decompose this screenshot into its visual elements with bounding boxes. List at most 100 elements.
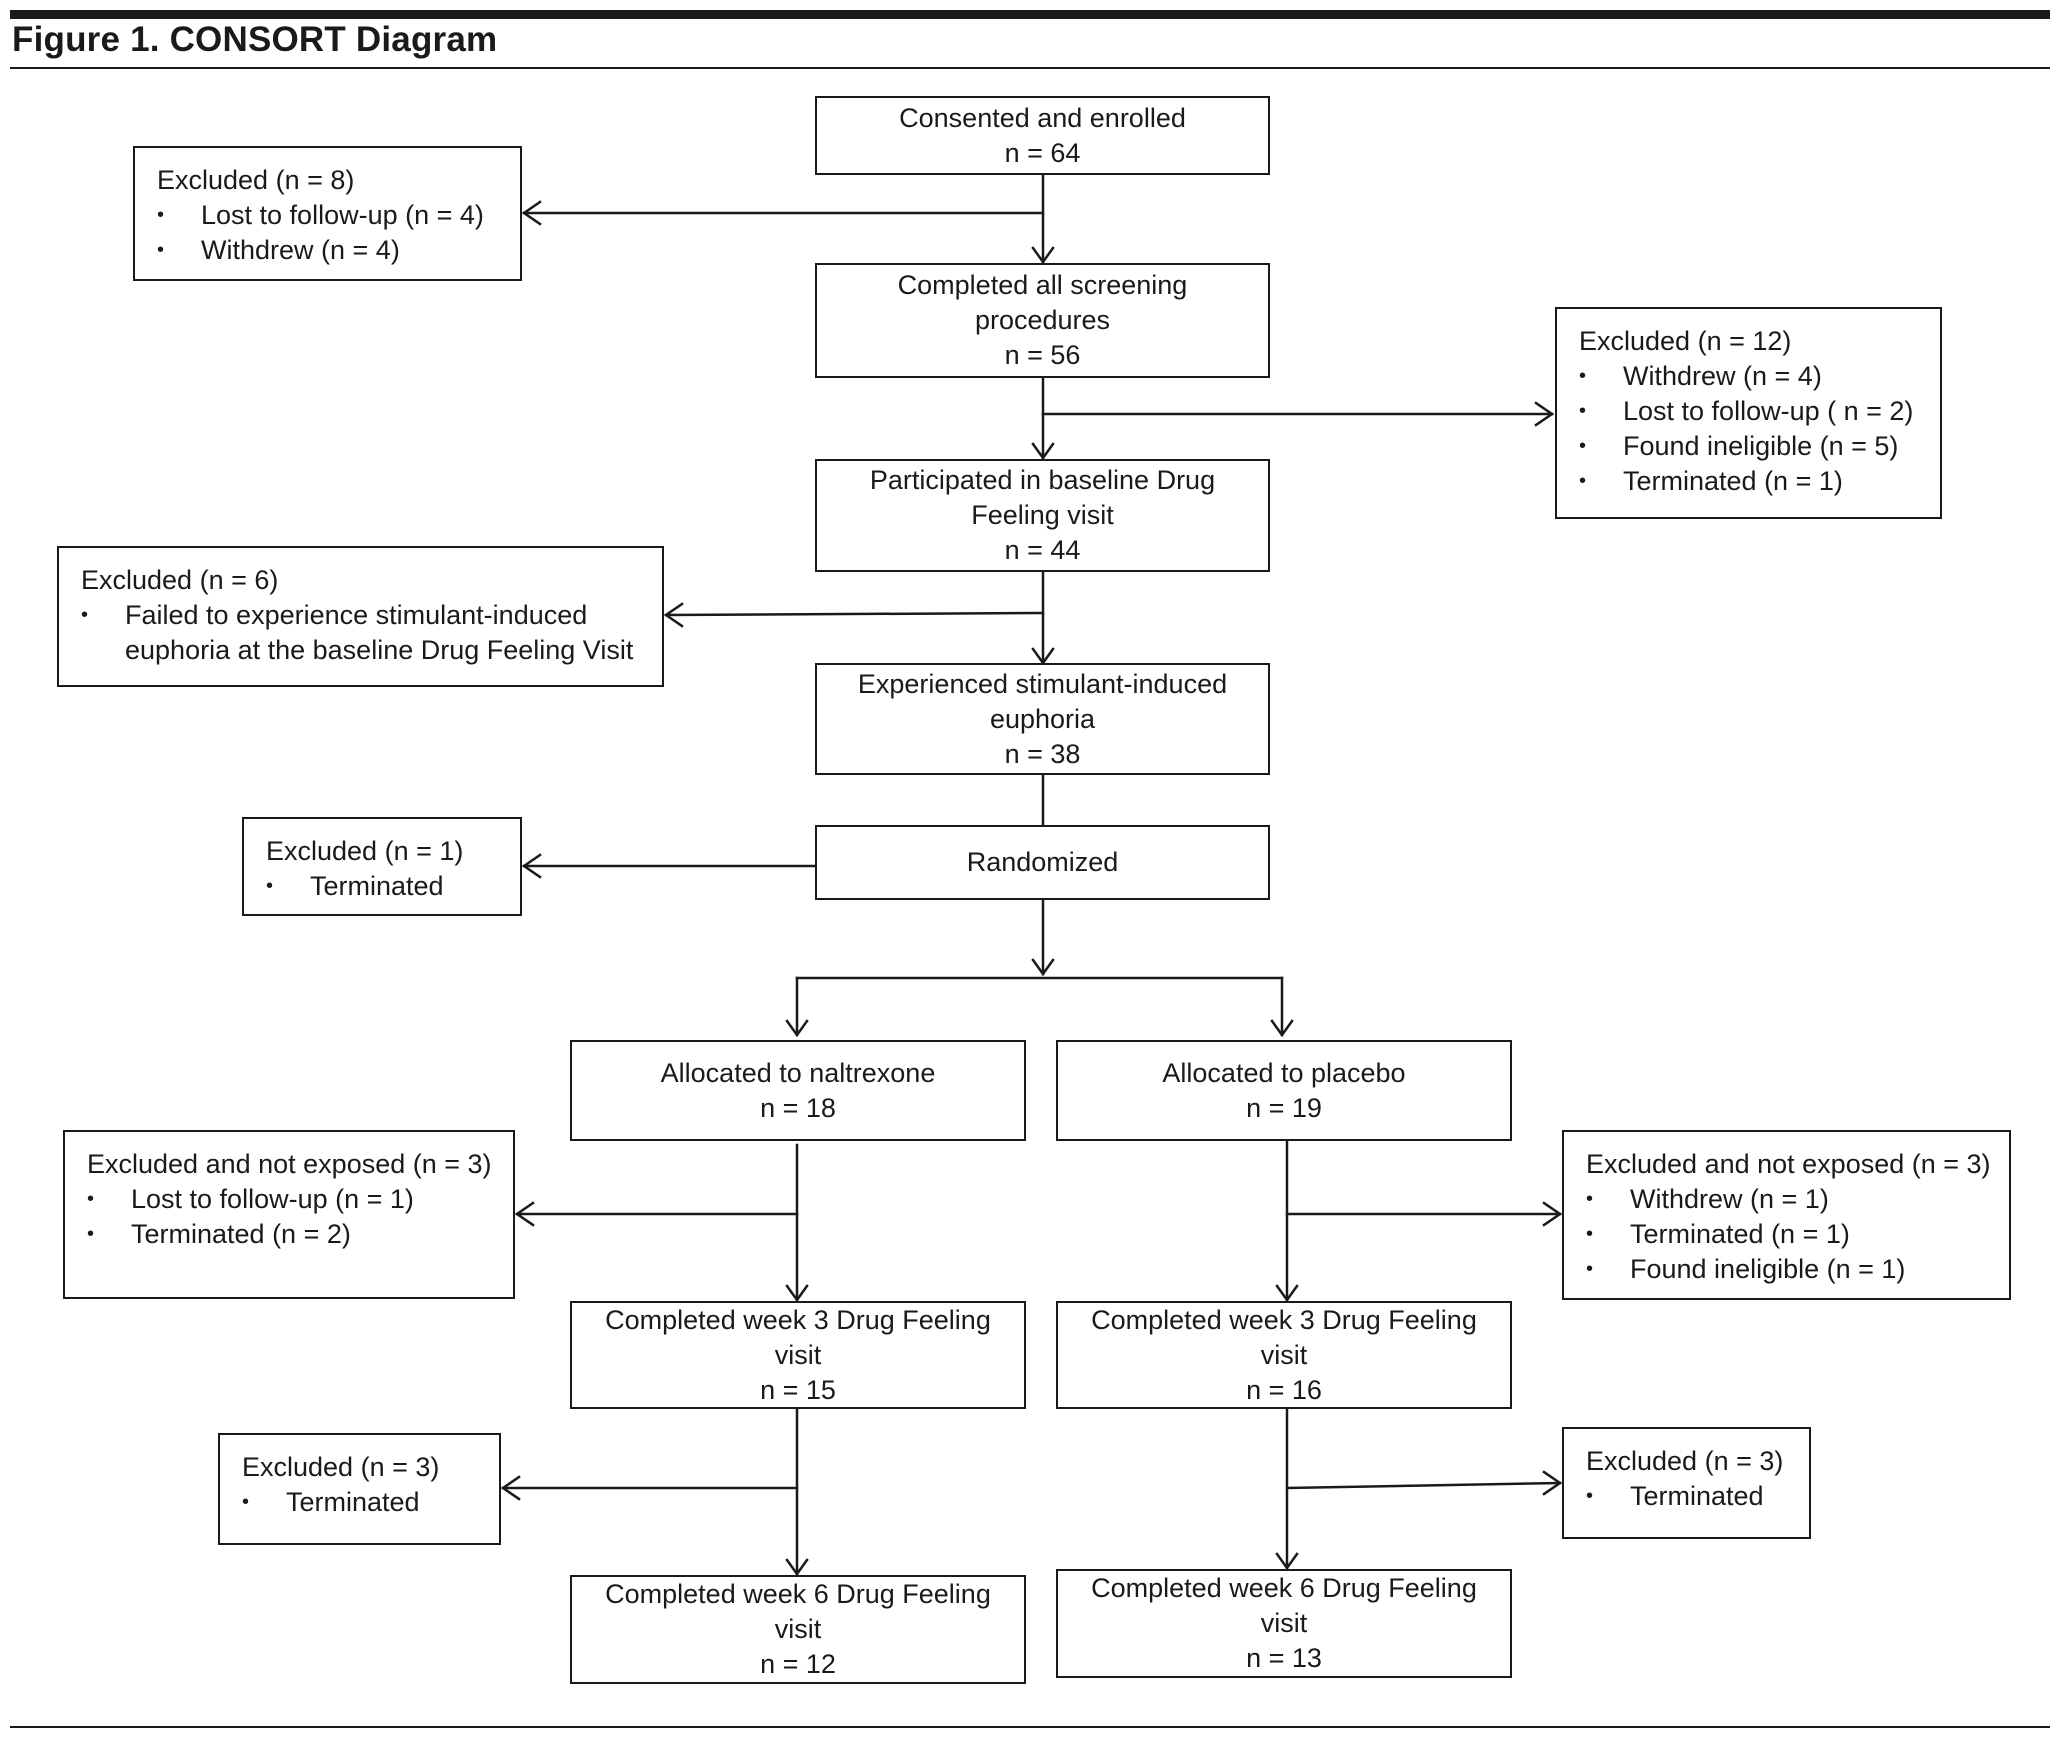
exclusion-list: Terminated — [242, 1485, 483, 1520]
exclusion-item: Lost to follow-up ( n = 2) — [1579, 394, 1924, 429]
exclusion-list: Lost to follow-up (n = 4) Withdrew (n = … — [157, 198, 504, 268]
exclusion-item: Terminated (n = 1) — [1579, 464, 1924, 499]
exclusion-heading: Excluded (n = 12) — [1579, 326, 1792, 356]
exclusion-box-randomization: Excluded (n = 1) Terminated — [242, 817, 522, 916]
arrowhead — [1542, 1470, 1563, 1496]
arrowhead — [785, 1558, 809, 1577]
exclusion-box-pre-baseline: Excluded (n = 12) Withdrew (n = 4) Lost … — [1555, 307, 1942, 519]
exclusion-item: Lost to follow-up (n = 4) — [157, 198, 504, 233]
exclusion-box-no-euphoria: Excluded (n = 6) Failed to experience st… — [57, 546, 664, 687]
box-line: Completed week 3 Drug Feeling — [605, 1304, 991, 1335]
exclusion-heading: Excluded (n = 8) — [157, 165, 355, 195]
box-line: Randomized — [966, 847, 1119, 877]
arrowhead — [500, 1475, 521, 1501]
exclusion-list: Terminated — [266, 869, 504, 904]
arrowhead — [1542, 1201, 1563, 1227]
arrowhead — [663, 602, 684, 628]
box-line: visit — [774, 1614, 822, 1644]
box-line: Completed week 6 Drug Feeling — [605, 1579, 991, 1609]
box-consented-enrolled: Consented and enrolled n = 64 — [815, 96, 1270, 175]
box-count: n = 12 — [760, 1649, 836, 1679]
box-line: Completed week 3 Drug Feeling — [1091, 1304, 1477, 1335]
exclusion-item: Withdrew (n = 1) — [1586, 1182, 1993, 1217]
arrowhead — [785, 1284, 809, 1303]
exclusion-list: Terminated — [1586, 1479, 1793, 1514]
box-line: visit — [1260, 1339, 1308, 1370]
arrowhead — [514, 1201, 535, 1227]
exclusion-list: Lost to follow-up (n = 1) Terminated (n … — [87, 1182, 497, 1252]
box-line: Completed all screening — [897, 270, 1188, 300]
top-rule — [10, 10, 2050, 19]
title-rule — [10, 67, 2050, 69]
box-line: procedures — [974, 305, 1111, 335]
exclusion-heading: Excluded (n = 6) — [81, 565, 279, 595]
box-naltrexone-week3: Completed week 3 Drug Feeling visit n = … — [570, 1301, 1026, 1409]
box-baseline-visit: Participated in baseline Drug Feeling vi… — [815, 459, 1270, 572]
box-allocated-naltrexone: Allocated to naltrexone n = 18 — [570, 1040, 1026, 1141]
exclusion-heading: Excluded (n = 3) — [1586, 1446, 1784, 1476]
exclusion-item: Withdrew (n = 4) — [1579, 359, 1924, 394]
arrowhead — [521, 200, 542, 226]
exclusion-item-continuation: euphoria at the baseline Drug Feeling Vi… — [125, 635, 634, 665]
connector-exclusion-6 — [664, 611, 1045, 617]
box-allocated-placebo: Allocated to placebo n = 19 — [1056, 1040, 1512, 1141]
box-count: n = 38 — [1004, 738, 1081, 769]
exclusion-list: Failed to experience stimulant-induced e… — [81, 598, 646, 668]
box-randomized: Randomized — [815, 825, 1270, 900]
exclusion-item: Terminated — [266, 869, 504, 904]
arrowhead — [1031, 442, 1055, 461]
box-count: n = 13 — [1246, 1643, 1322, 1673]
box-line: Consented and enrolled — [899, 102, 1186, 133]
arrowhead — [1031, 246, 1055, 265]
exclusion-heading: Excluded (n = 1) — [266, 836, 464, 866]
box-line: visit — [1260, 1608, 1308, 1638]
box-line: visit — [774, 1339, 822, 1370]
box-experienced-euphoria: Experienced stimulant-induced euphoria n… — [815, 663, 1270, 775]
exclusion-box-placebo-terminated: Excluded (n = 3) Terminated — [1562, 1427, 1811, 1539]
exclusion-heading: Excluded and not exposed (n = 3) — [87, 1149, 492, 1179]
box-count: n = 18 — [760, 1092, 836, 1123]
exclusion-item: Terminated (n = 1) — [1586, 1217, 1993, 1252]
box-placebo-week3: Completed week 3 Drug Feeling visit n = … — [1056, 1301, 1512, 1409]
exclusion-item: Terminated — [1586, 1479, 1793, 1514]
box-completed-screening: Completed all screening procedures n = 5… — [815, 263, 1270, 378]
exclusion-box-naltrexone-terminated: Excluded (n = 3) Terminated — [218, 1433, 501, 1545]
arrowhead — [1270, 1019, 1294, 1038]
box-naltrexone-week6: Completed week 6 Drug Feeling visit n = … — [570, 1575, 1026, 1684]
exclusion-item: Failed to experience stimulant-induced — [81, 598, 646, 633]
figure-title: Figure 1. CONSORT Diagram — [12, 20, 498, 59]
exclusion-box-naltrexone-not-exposed: Excluded and not exposed (n = 3) Lost to… — [63, 1130, 515, 1299]
bottom-rule — [10, 1726, 2050, 1728]
exclusion-list: Withdrew (n = 1) Terminated (n = 1) Foun… — [1586, 1182, 1993, 1287]
box-line: Participated in baseline Drug — [869, 465, 1216, 495]
arrowhead — [1275, 1552, 1299, 1571]
exclusion-box-screening: Excluded (n = 8) Lost to follow-up (n = … — [133, 146, 522, 281]
box-line: euphoria — [989, 703, 1096, 734]
exclusion-item: Withdrew (n = 4) — [157, 233, 504, 268]
box-count: n = 56 — [1004, 340, 1081, 370]
exclusion-item: Terminated — [242, 1485, 483, 1520]
exclusion-item: Found ineligible (n = 5) — [1579, 429, 1924, 464]
box-line: Feeling visit — [971, 500, 1114, 530]
box-line: Allocated to naltrexone — [660, 1057, 936, 1088]
box-count: n = 64 — [1004, 137, 1081, 168]
arrowhead — [1031, 958, 1055, 977]
box-line: Allocated to placebo — [1162, 1057, 1406, 1088]
box-line: Experienced stimulant-induced — [857, 668, 1228, 699]
box-line: Completed week 6 Drug Feeling — [1091, 1573, 1477, 1603]
box-placebo-week6: Completed week 6 Drug Feeling visit n = … — [1056, 1569, 1512, 1678]
exclusion-item: Terminated (n = 2) — [87, 1217, 497, 1252]
arrowhead — [521, 853, 542, 879]
arrowhead — [785, 1019, 809, 1038]
arrowhead — [1275, 1284, 1299, 1303]
exclusion-box-placebo-not-exposed: Excluded and not exposed (n = 3) Withdre… — [1562, 1130, 2011, 1300]
exclusion-heading: Excluded and not exposed (n = 3) — [1586, 1149, 1991, 1179]
box-count: n = 16 — [1246, 1374, 1322, 1405]
box-count: n = 44 — [1004, 535, 1081, 565]
exclusion-heading: Excluded (n = 3) — [242, 1452, 440, 1482]
box-count: n = 19 — [1246, 1092, 1322, 1123]
box-count: n = 15 — [760, 1374, 836, 1405]
arrowhead — [1534, 401, 1555, 427]
